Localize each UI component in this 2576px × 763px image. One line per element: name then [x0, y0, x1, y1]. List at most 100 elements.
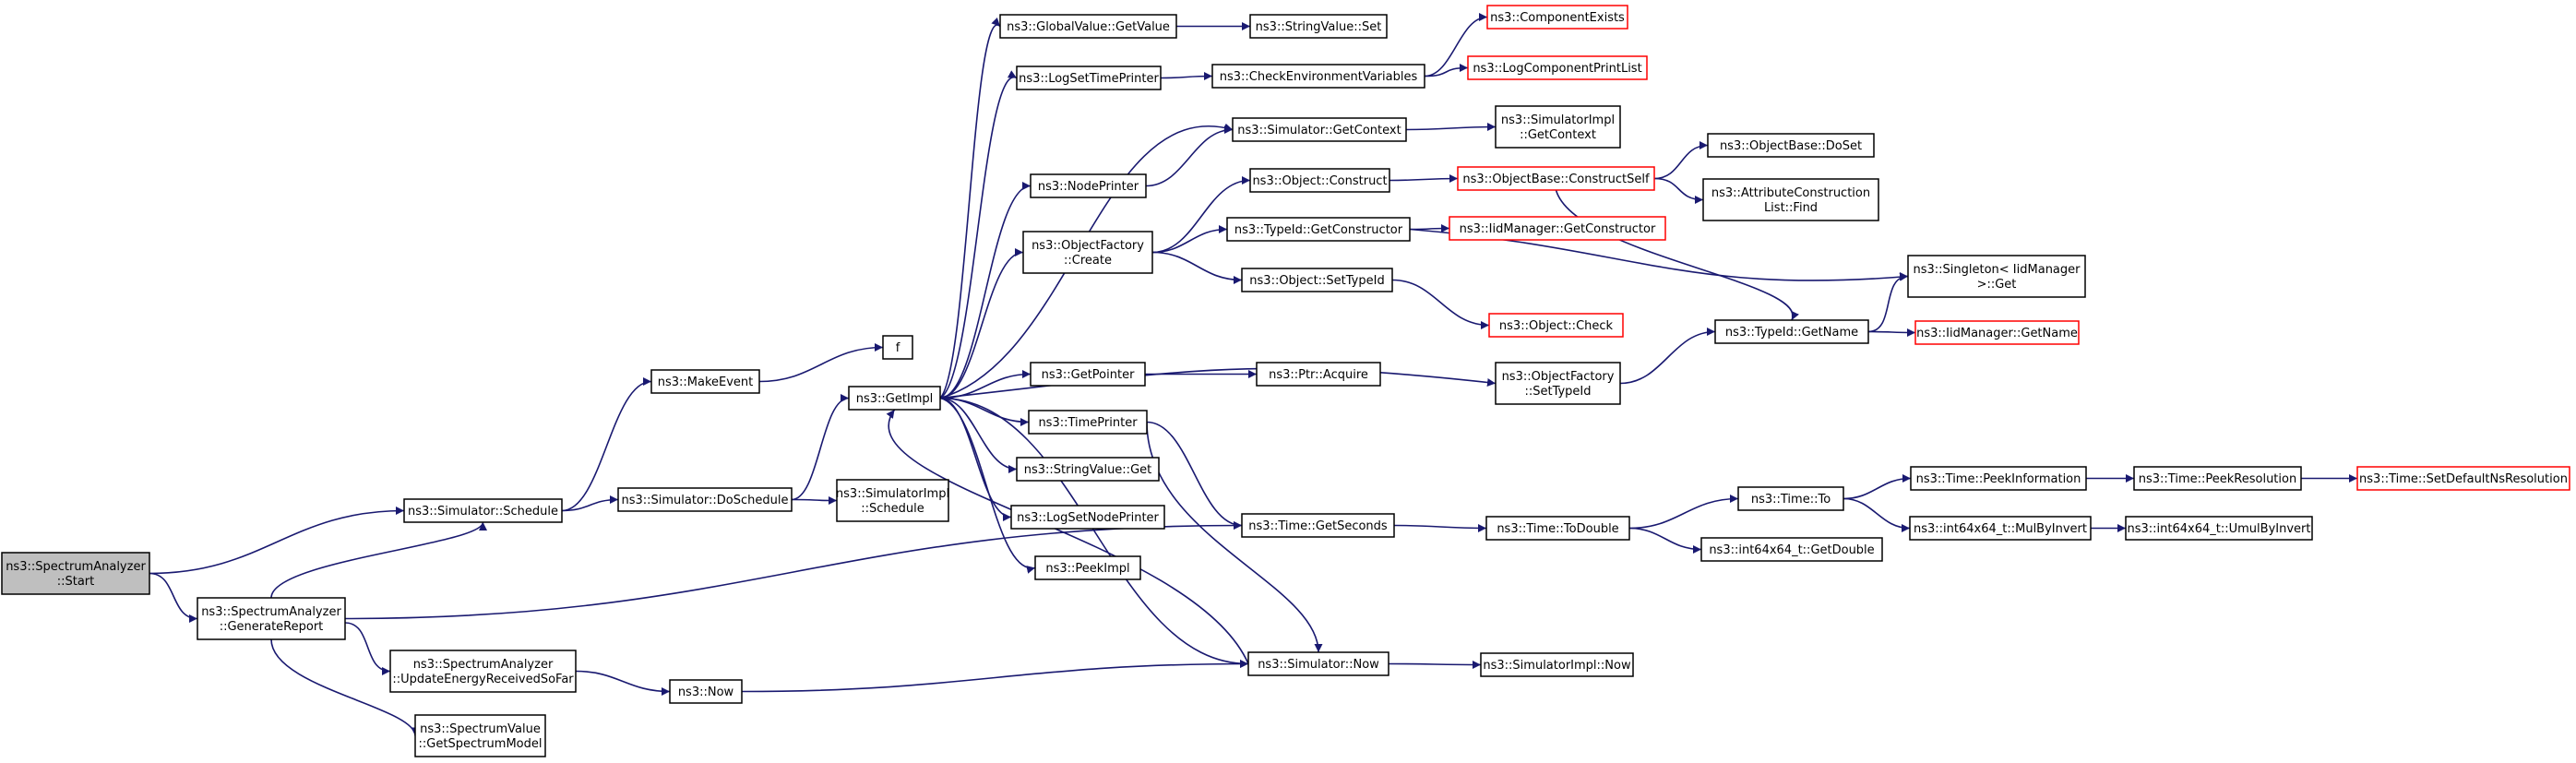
- node-label: ::Create: [1064, 254, 1112, 268]
- node-ptr-acquire[interactable]: ns3::Ptr::Acquire: [1256, 362, 1381, 387]
- edge-sim-now-to-simimpl-now: [1388, 660, 1482, 669]
- node-component-exists[interactable]: ns3::ComponentExists: [1486, 5, 1628, 30]
- edge-do-schedule-to-simimpl-schedule: [791, 495, 838, 505]
- node-label: f: [896, 341, 900, 355]
- node-label: ns3::NodePrinter: [1038, 180, 1139, 194]
- edge-get-impl-to-of-create: [939, 248, 1024, 399]
- node-iid-get-constructor[interactable]: ns3::IidManager::GetConstructor: [1449, 216, 1666, 241]
- node-get-spectrum-model[interactable]: ns3::SpectrumValue::GetSpectrumModel: [414, 714, 546, 757]
- node-box: [1030, 362, 1146, 387]
- node-f[interactable]: f: [882, 335, 913, 360]
- node-time-to[interactable]: ns3::Time::To: [1737, 486, 1844, 511]
- node-box: [2356, 466, 2570, 491]
- node-check-env[interactable]: ns3::CheckEnvironmentVariables: [1211, 64, 1425, 89]
- node-update-energy[interactable]: ns3::SpectrumAnalyzer::UpdateEnergyRecei…: [389, 650, 577, 693]
- node-of-create[interactable]: ns3::ObjectFactory::Create: [1022, 231, 1153, 274]
- node-box: [1907, 255, 2086, 298]
- node-label: ns3::SimulatorImpl: [1501, 113, 1615, 127]
- node-do-schedule[interactable]: ns3::Simulator::DoSchedule: [617, 487, 793, 512]
- node-node-printer[interactable]: ns3::NodePrinter: [1030, 173, 1147, 198]
- node-int64-get-double[interactable]: ns3::int64x64_t::GetDouble: [1700, 537, 1883, 562]
- node-box: [848, 386, 941, 411]
- node-label: ns3::GetImpl: [856, 392, 934, 406]
- node-label: ns3::CheckEnvironmentVariables: [1220, 70, 1418, 84]
- node-label: ns3::Object::Check: [1499, 319, 1614, 333]
- edge-time-to-double-to-int64-get-double: [1628, 527, 1702, 554]
- node-label: ns3::GetPointer: [1042, 368, 1135, 382]
- node-label: ns3::Singleton< IidManager: [1913, 263, 2081, 277]
- node-iid-get-name[interactable]: ns3::IidManager::GetName: [1914, 320, 2080, 345]
- node-label: ns3::LogSetNodePrinter: [1017, 511, 1159, 525]
- node-get-pointer[interactable]: ns3::GetPointer: [1030, 362, 1146, 387]
- node-label: ns3::StringValue::Set: [1256, 20, 1382, 34]
- edge-of-create-to-obj-construct: [1151, 176, 1251, 254]
- node-ns3-now[interactable]: ns3::Now: [669, 679, 743, 704]
- edge-get-impl-to-sim-now: [939, 397, 1249, 668]
- node-obj-construct[interactable]: ns3::Object::Construct: [1249, 168, 1390, 193]
- node-of-set-typeid[interactable]: ns3::ObjectFactory::SetTypeId: [1495, 362, 1621, 405]
- edge-time-get-seconds-to-time-to-double: [1393, 523, 1487, 532]
- node-box: [882, 335, 913, 360]
- node-singleton-get[interactable]: ns3::Singleton< IidManager >::Get: [1907, 255, 2086, 298]
- node-peek-impl[interactable]: ns3::PeekImpl: [1034, 555, 1141, 580]
- node-time-printer[interactable]: ns3::TimePrinter: [1028, 410, 1148, 435]
- node-log-set-node-printer[interactable]: ns3::LogSetNodePrinter: [1010, 505, 1165, 530]
- node-start[interactable]: ns3::SpectrumAnalyzer::Start: [1, 552, 150, 595]
- node-gv-getvalue[interactable]: ns3::GlobalValue::GetValue: [999, 14, 1177, 39]
- node-sv-set[interactable]: ns3::StringValue::Set: [1249, 14, 1388, 39]
- node-label: ns3::Time::PeekResolution: [2139, 472, 2296, 486]
- node-sv-get[interactable]: ns3::StringValue::Get: [1016, 457, 1160, 482]
- node-generate-report[interactable]: ns3::SpectrumAnalyzer::GenerateReport: [197, 597, 346, 640]
- node-time-peek-resolution[interactable]: ns3::Time::PeekResolution: [2133, 466, 2302, 491]
- node-time-peek-information[interactable]: ns3::Time::PeekInformation: [1910, 466, 2087, 491]
- node-simimpl-get-context[interactable]: ns3::SimulatorImpl::GetContext: [1495, 105, 1621, 149]
- node-box: [1016, 457, 1160, 482]
- node-box: [1241, 268, 1393, 292]
- node-time-get-seconds[interactable]: ns3::Time::GetSeconds: [1241, 513, 1395, 538]
- node-label: ns3::LogSetTimePrinter: [1019, 72, 1159, 86]
- node-label: ns3::Object::Construct: [1252, 174, 1387, 188]
- node-sim-get-context[interactable]: ns3::Simulator::GetContext: [1232, 117, 1407, 142]
- node-simimpl-now[interactable]: ns3::SimulatorImpl::Now: [1480, 652, 1634, 677]
- node-time-set-default-ns-resolution[interactable]: ns3::Time::SetDefaultNsResolution: [2356, 466, 2570, 491]
- node-ob-doset[interactable]: ns3::ObjectBase::DoSet: [1707, 133, 1875, 158]
- node-ob-construct-self[interactable]: ns3::ObjectBase::ConstructSelf: [1457, 166, 1655, 191]
- node-simimpl-schedule[interactable]: ns3::SimulatorImpl::Schedule: [836, 479, 949, 522]
- node-label: ns3::int64x64_t::MulByInvert: [1914, 522, 2087, 536]
- edge-get-impl-to-sv-get: [939, 397, 1018, 473]
- node-label: ns3::int64x64_t::UmulByInvert: [2128, 522, 2311, 536]
- node-box: [1737, 486, 1844, 511]
- edge-ns3-now-to-sim-now: [741, 660, 1249, 693]
- node-log-component-print-list[interactable]: ns3::LogComponentPrintList: [1467, 55, 1648, 80]
- edge-time-printer-to-time-get-seconds: [1146, 421, 1243, 530]
- node-label: ns3::ComponentExists: [1490, 11, 1625, 25]
- node-box: [650, 369, 760, 394]
- node-label: ns3::Now: [678, 686, 734, 699]
- node-box: [1, 552, 150, 595]
- node-obj-check[interactable]: ns3::Object::Check: [1488, 313, 1624, 338]
- node-sim-schedule[interactable]: ns3::Simulator::Schedule: [403, 498, 563, 523]
- node-time-to-double[interactable]: ns3::Time::ToDouble: [1485, 516, 1630, 541]
- node-sim-now[interactable]: ns3::Simulator::Now: [1247, 651, 1389, 676]
- node-log-set-time-printer[interactable]: ns3::LogSetTimePrinter: [1016, 66, 1162, 90]
- node-box: [1034, 555, 1141, 580]
- edge-get-impl-to-node-printer: [939, 182, 1032, 399]
- node-box: [389, 650, 577, 693]
- node-int64-umul-by-invert[interactable]: ns3::int64x64_t::UmulByInvert: [2125, 516, 2313, 541]
- node-box: [999, 14, 1177, 39]
- node-box: [1467, 55, 1648, 80]
- node-label: ns3::int64x64_t::GetDouble: [1709, 543, 1874, 557]
- node-label: ns3::GlobalValue::GetValue: [1007, 20, 1170, 34]
- edge-log-set-time-printer-to-check-env: [1160, 72, 1213, 81]
- node-box: [1241, 513, 1395, 538]
- node-label: ns3::Time::To: [1751, 493, 1831, 507]
- node-obj-set-typeid[interactable]: ns3::Object::SetTypeId: [1241, 268, 1393, 292]
- node-box: [1249, 168, 1390, 193]
- node-typeid-get-constructor[interactable]: ns3::TypeId::GetConstructor: [1226, 217, 1411, 242]
- node-int64-mul-by-invert[interactable]: ns3::int64x64_t::MulByInvert: [1909, 516, 2092, 541]
- edge-typeid-get-name-to-singleton-get: [1867, 272, 1909, 333]
- node-make-event[interactable]: ns3::MakeEvent: [650, 369, 760, 394]
- node-get-impl[interactable]: ns3::GetImpl: [848, 386, 941, 411]
- node-typeid-get-name[interactable]: ns3::TypeId::GetName: [1714, 319, 1869, 344]
